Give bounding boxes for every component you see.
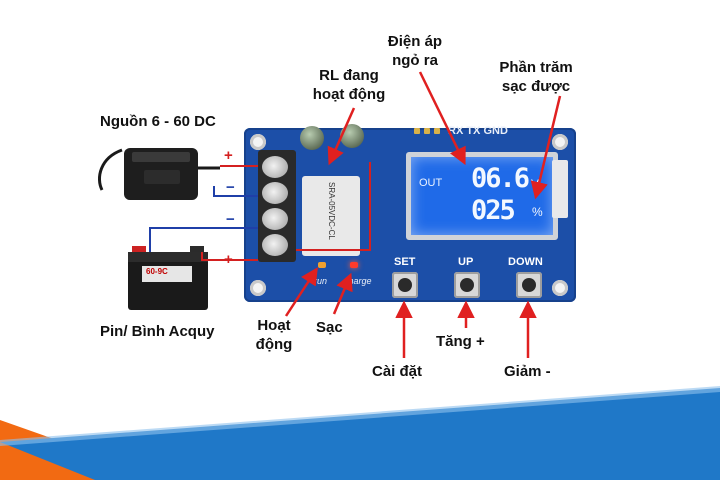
led-run-label: run xyxy=(314,276,328,286)
relay: SRA-05VDC-CL xyxy=(302,176,360,256)
arrow-running xyxy=(284,267,318,317)
label-charging: Sạc xyxy=(316,319,343,336)
arrow-voltage xyxy=(418,71,466,166)
lcd-percent-unit: % xyxy=(532,205,543,219)
mount-hole-tr xyxy=(552,134,568,150)
minus-mark-battery: − xyxy=(226,211,235,228)
wire-power-minus xyxy=(213,186,258,197)
arrow-charging xyxy=(332,272,353,315)
battery-brand-label: 60-9C xyxy=(146,267,168,276)
header-pins xyxy=(412,126,444,136)
label-power-source: Nguồn 6 - 60 DC xyxy=(100,113,216,130)
lcd-side-tab xyxy=(552,160,568,218)
battery-icon xyxy=(128,246,208,310)
up-button[interactable] xyxy=(454,272,480,298)
mount-hole-bl xyxy=(250,280,266,296)
footer-blue-band xyxy=(0,388,720,480)
label-running: Hoạt động xyxy=(252,316,296,354)
arrow-relay xyxy=(327,107,356,166)
plus-mark-battery: + xyxy=(224,251,233,268)
label-battery: Pin/ Bình Acquy xyxy=(100,323,215,340)
label-increase: Tăng + xyxy=(436,333,485,350)
plus-mark-power: + xyxy=(224,147,233,164)
led-charge-label: charge xyxy=(344,276,372,286)
capacitor-1 xyxy=(300,126,324,150)
lcd-display: OUT 06.6 V 025 % xyxy=(406,152,558,240)
label-setup: Cài đặt xyxy=(372,363,423,380)
mount-hole-tl xyxy=(250,134,266,150)
wire-battery-plus xyxy=(201,252,258,261)
led-charge xyxy=(350,262,358,268)
label-output-voltage: Điện áp ngỏ ra xyxy=(387,33,443,69)
label-relay-active: RL đang hoạt động xyxy=(312,67,386,103)
label-decrease: Giảm - xyxy=(504,363,551,380)
down-button[interactable] xyxy=(516,272,542,298)
up-button-label: UP xyxy=(458,256,474,268)
minus-mark-power: − xyxy=(226,179,235,196)
lcd-percent: 025 xyxy=(471,195,516,226)
lcd-out-label: OUT xyxy=(419,177,443,189)
set-button-label: SET xyxy=(394,256,416,268)
led-run xyxy=(318,262,326,268)
label-charge-percent: Phần trăm sạc được xyxy=(499,59,573,95)
label-running-line1: Hoạt xyxy=(257,317,291,334)
arrow-percent xyxy=(530,95,562,200)
terminal-block xyxy=(258,150,296,262)
set-button[interactable] xyxy=(392,272,418,298)
mount-hole-br xyxy=(552,280,568,296)
down-button-label: DOWN xyxy=(508,256,543,268)
power-adapter-icon xyxy=(98,148,220,200)
wire-battery-minus xyxy=(149,227,258,252)
lcd-voltage: 06.6 xyxy=(471,163,530,194)
label-running-line2: động xyxy=(255,336,293,353)
header-pins-label: RX TX GND xyxy=(448,125,508,137)
